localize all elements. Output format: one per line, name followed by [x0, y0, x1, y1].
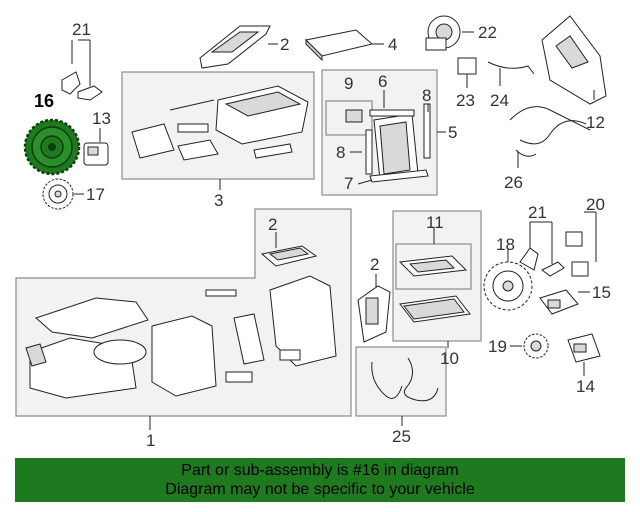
part-12-housing [541, 15, 607, 105]
callout-20: 20 [586, 195, 605, 214]
part-19-gear [523, 333, 549, 359]
part-23-resistor [457, 57, 477, 75]
callout-25: 25 [392, 427, 411, 446]
callout-24: 24 [490, 91, 509, 110]
callout-22: 22 [478, 23, 497, 42]
callout-1: 1 [146, 431, 155, 450]
callout-17: 17 [86, 185, 105, 204]
part-21-right [519, 247, 565, 277]
callout-9: 9 [344, 74, 353, 93]
callout-14: 14 [576, 377, 595, 396]
part-11-seal [398, 255, 468, 277]
part-2-top-duct [199, 25, 271, 69]
part-2-duct-mid [260, 245, 318, 267]
callout-26: 26 [504, 173, 523, 192]
callout-2-top: 2 [280, 35, 289, 54]
part-18-gear [483, 261, 533, 311]
part-16-gear[interactable] [23, 118, 81, 176]
callout-7: 7 [344, 174, 353, 193]
callout-8-left: 8 [336, 143, 345, 162]
group-box-25 [355, 346, 447, 417]
part-22-blower [425, 15, 461, 51]
part-21-left [61, 71, 103, 101]
callout-5: 5 [448, 123, 457, 142]
callout-21-left: 21 [72, 20, 91, 39]
part-14-actuator [567, 333, 601, 363]
part-4-filter [304, 29, 374, 62]
callout-12: 12 [586, 113, 605, 132]
callout-10: 10 [440, 349, 459, 368]
callout-18: 18 [496, 235, 515, 254]
banner-line-1: Part or sub-assembly is #16 in diagram [181, 462, 459, 479]
callout-13: 13 [92, 109, 111, 128]
callout-11: 11 [426, 213, 444, 232]
part-15-actuator [539, 289, 579, 315]
parts-diagram: 21 16 13 17 2 4 22 23 24 12 26 9 6 8 5 8… [15, 15, 611, 450]
callout-8-top: 8 [422, 86, 431, 105]
part-24-harness [487, 61, 535, 75]
callout-4: 4 [388, 35, 397, 54]
part-25-lines [371, 357, 439, 402]
part-10-filter [399, 295, 471, 323]
callout-3: 3 [214, 191, 223, 210]
callout-16[interactable]: 16 [34, 91, 54, 111]
callout-19: 19 [488, 337, 507, 356]
part-26-harness [509, 106, 591, 157]
notice-banner: Part or sub-assembly is #16 in diagram D… [15, 458, 625, 502]
callout-15: 15 [592, 283, 611, 302]
part-17-gear [42, 178, 74, 210]
part-1-hvac-case [25, 275, 337, 399]
callout-23: 23 [456, 91, 475, 110]
part-3-assembly [131, 85, 309, 161]
part-20-connectors [565, 231, 589, 277]
callout-2-right: 2 [370, 255, 379, 274]
part-5-core [345, 103, 431, 183]
callout-2-mid: 2 [268, 215, 277, 234]
callout-6: 6 [378, 72, 387, 91]
part-2-trim-right [357, 285, 391, 343]
part-13-actuator [83, 142, 109, 166]
callout-21-right: 21 [528, 203, 547, 222]
banner-line-2: Diagram may not be specific to your vehi… [165, 481, 475, 498]
